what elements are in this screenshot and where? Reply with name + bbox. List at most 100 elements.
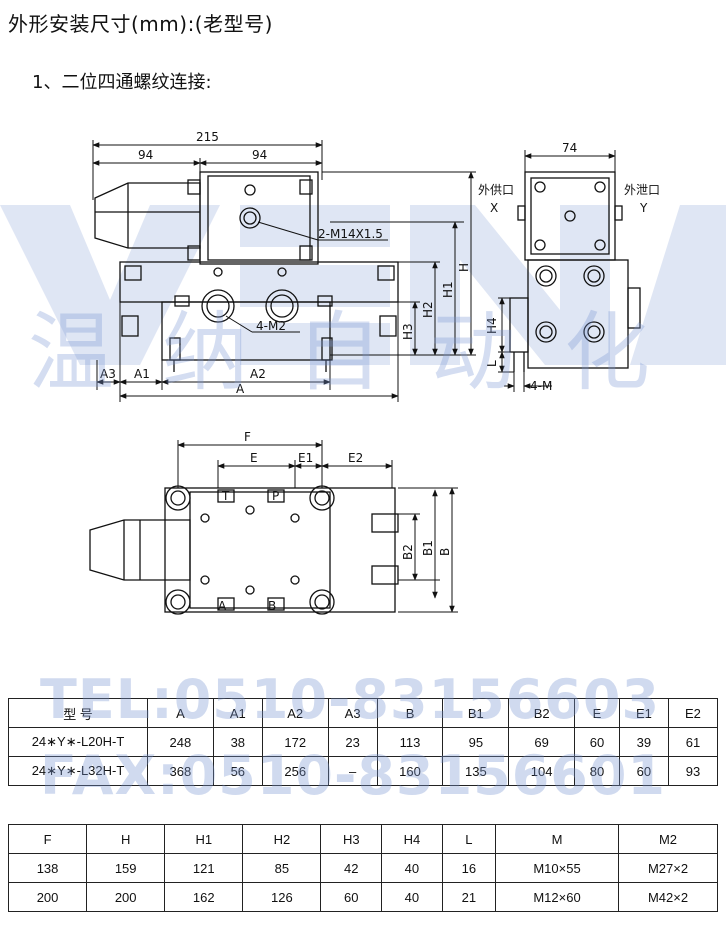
table-header-row: F H H1 H2 H3 H4 L M M2 [7,824,718,854]
dim-e: E [250,451,258,465]
table-header: H [86,824,166,854]
dim-h: H [457,263,471,272]
table-cell: 121 [164,853,244,883]
table-header: A [147,698,214,728]
table-cell: 95 [442,727,510,757]
table-header: L [441,824,497,854]
table-cell: 368 [147,756,214,786]
table-cell: 93 [667,756,719,786]
table-header: B [376,698,444,728]
dim-b: B [438,548,452,556]
table-cell: 69 [508,727,576,757]
table-cell: 172 [261,727,329,757]
table-cell: 256 [261,756,329,786]
dim-e1: E1 [298,451,313,465]
end-view [509,171,641,372]
table-header: B1 [442,698,510,728]
table-header: E1 [618,698,669,728]
table-cell: 162 [164,882,244,912]
dim-a2: A2 [250,367,266,381]
table-cell: 60 [618,756,669,786]
dim-h2: H2 [421,301,435,318]
table-cell: 200 [86,882,166,912]
table-cell: 135 [442,756,510,786]
supply-label: 外供口 [478,183,514,197]
top-view-dimensions [177,440,458,613]
dim-total: 215 [196,130,219,144]
table-row: 138 159 121 85 42 40 16 M10×55 M27×2 [7,853,718,883]
table-header: A3 [327,698,378,728]
drain-port: Y [639,201,648,215]
table-cell: 60 [320,882,383,912]
table-header: A2 [261,698,329,728]
table-cell: M42×2 [618,882,718,912]
table-cell: 159 [86,853,166,883]
dim-a: A [236,382,245,396]
dim-f: F [244,430,251,444]
table-row: 24∗Y∗-L20H-T 248 38 172 23 113 95 69 60 … [8,727,719,757]
spec-table-1: 型 号 A A1 A2 A3 B B1 B2 E E1 E2 24∗Y∗-L20… [8,698,719,786]
table-cell: – [327,756,378,786]
section-title: 1、二位四通螺纹连接: [32,72,212,93]
table-row: 24∗Y∗-L32H-T 368 56 256 – 160 135 104 80… [8,756,719,786]
table-cell: 248 [147,727,214,757]
dim-h4: H4 [485,317,499,334]
table-cell: 104 [508,756,576,786]
port-b: B [268,599,276,613]
table-header: H4 [381,824,443,854]
model-cell: 24∗Y∗-L32H-T [8,756,148,786]
table-cell: 160 [376,756,444,786]
table-cell: M12×60 [495,882,619,912]
thread-callout: 2-M14X1.5 [318,227,383,241]
dim-a3: A3 [100,367,116,381]
page-title: 外形安装尺寸(mm):(老型号) [8,12,273,36]
table-cell: 85 [242,853,322,883]
table-header: 型 号 [8,698,148,728]
side-view-dimensions [92,140,476,402]
end-view-labels: 74 外供口 X 外泄口 Y H4 L 4-M [478,141,660,393]
side-view-labels: 215 94 94 A3 A1 A2 A 2-M14X1.5 4-M2 H3 H… [100,130,471,396]
table-header: H3 [320,824,383,854]
dim-b1: B1 [421,540,435,556]
table-cell: 80 [574,756,620,786]
table-cell: 60 [574,727,620,757]
drain-label: 外泄口 [624,183,660,197]
table-cell: 113 [376,727,444,757]
table-cell: 40 [381,853,443,883]
table-cell: 40 [381,882,443,912]
table-header: F [7,824,88,854]
dim-l: L [485,360,499,367]
table-header: M [495,824,619,854]
table-header: A1 [212,698,263,728]
dim-b2: B2 [401,544,415,560]
table-header: E2 [667,698,719,728]
port-callout: 4-M2 [256,319,286,333]
table-cell: 138 [7,853,88,883]
dim-right: 94 [252,148,267,162]
top-view [89,485,399,615]
port-a: A [218,599,227,613]
table-cell: 16 [441,853,497,883]
table-cell: 56 [212,756,263,786]
table-cell: M10×55 [495,853,619,883]
supply-port: X [490,201,498,215]
model-cell: 24∗Y∗-L20H-T [8,727,148,757]
end-view-dimensions [498,150,616,392]
table-cell: 126 [242,882,322,912]
dim-end-width: 74 [562,141,577,155]
side-view [94,171,399,372]
port-t: T [221,489,230,503]
dim-left: 94 [138,148,153,162]
table-cell: 21 [441,882,497,912]
port-p: P [272,489,279,503]
table-header: H1 [164,824,244,854]
dim-a1: A1 [134,367,150,381]
table-header: B2 [508,698,576,728]
table-cell: 61 [667,727,719,757]
dim-e2: E2 [348,451,363,465]
table-cell: 38 [212,727,263,757]
table-cell: M27×2 [618,853,718,883]
table-cell: 23 [327,727,378,757]
table-header-row: 型 号 A A1 A2 A3 B B1 B2 E E1 E2 [8,698,719,728]
table-cell: 39 [618,727,669,757]
